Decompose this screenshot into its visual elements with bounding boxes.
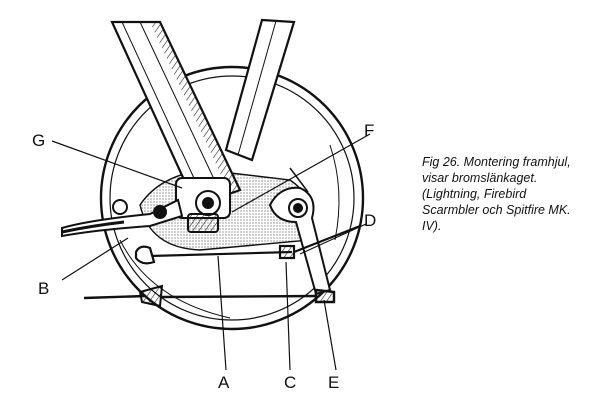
linkage-rod (134, 224, 361, 265)
caption-line: IV). (422, 219, 442, 233)
caption-line: (Lightning, Firebird (422, 187, 527, 201)
leader-lines (51, 133, 371, 371)
label-e: E (328, 373, 339, 392)
fork-arm (224, 18, 296, 162)
label-f: F (364, 121, 374, 140)
label-g: G (32, 131, 45, 150)
brake-cam (175, 177, 231, 233)
cable-stop (138, 284, 164, 308)
brake-lever-right (268, 167, 332, 296)
caption-line: visar bromslänkaget. (422, 171, 538, 185)
caption-line: Scarmbler och Spitfire MK. (422, 203, 571, 217)
label-b: B (38, 279, 49, 298)
caption-line: Fig 26. Montering framhjul, (422, 155, 571, 169)
label-a: A (218, 373, 230, 392)
label-d: D (364, 211, 376, 230)
fork-tube-shading (150, 22, 240, 194)
figure-caption: Fig 26. Montering framhjul, visar bromsl… (422, 154, 600, 234)
outer-cable-left (61, 220, 125, 234)
brake-cable (83, 288, 336, 304)
label-c: C (284, 373, 296, 392)
